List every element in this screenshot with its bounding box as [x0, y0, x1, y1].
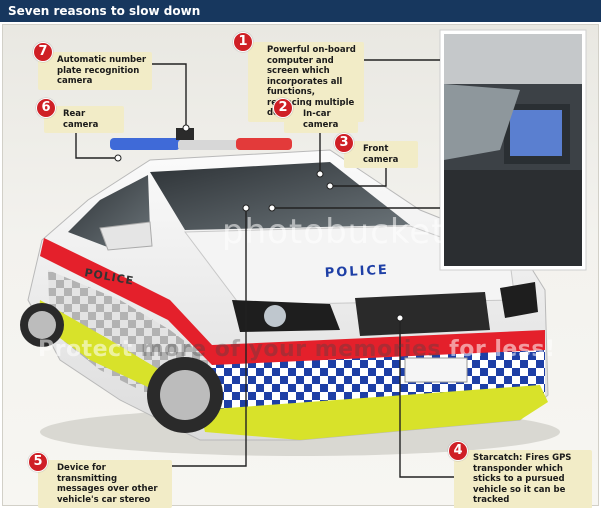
- light-bar-red: [236, 138, 292, 150]
- red-stripe: [40, 238, 545, 365]
- leader-dot-7: [182, 124, 190, 132]
- page-title: Seven reasons to slow down: [0, 0, 601, 22]
- callout-5-badge: 5: [28, 452, 48, 472]
- callout-3-text: Front camera: [363, 144, 399, 165]
- leader-line-4: [399, 318, 454, 478]
- right-headlight: [500, 282, 538, 318]
- leader-dot-computer: [268, 204, 276, 212]
- callout-6: Rear camera: [44, 106, 124, 133]
- grille: [355, 292, 490, 336]
- onboard-screen-display: [510, 110, 562, 156]
- side-mirror: [99, 221, 153, 251]
- callout-5-text: Device for transmitting messages over ot…: [57, 463, 158, 505]
- leader-dot-6: [114, 154, 122, 162]
- light-bar-blue: [110, 138, 180, 150]
- leader-dot-5: [242, 204, 250, 212]
- callout-2-text: In-car camera: [303, 109, 339, 130]
- inset-roof: [444, 34, 582, 84]
- callout-3: Front camera: [344, 141, 418, 168]
- callout-4: Starcatch: Fires GPS transponder which s…: [454, 450, 592, 508]
- watermark-text-b: more of your memories: [140, 337, 441, 362]
- inset-window: [444, 84, 520, 160]
- callout-6-text: Rear camera: [63, 109, 99, 130]
- hood: [184, 225, 516, 306]
- callout-7: Automatic number plate recognition camer…: [38, 52, 152, 90]
- rear-wheel-rim: [28, 311, 56, 339]
- plate-camera-box: [176, 128, 194, 140]
- windshield: [150, 162, 410, 230]
- watermark-text: Protect more of your memories for less!: [38, 337, 556, 362]
- light-bar-center: [178, 140, 238, 150]
- callout-2: In-car camera: [284, 106, 358, 133]
- leader-dot-4: [396, 314, 404, 322]
- leader-dot-3: [326, 182, 334, 190]
- callout-7-badge: 7: [33, 42, 53, 62]
- yellow-side-stripe: [38, 300, 190, 400]
- callout-1-badge: 1: [233, 32, 253, 52]
- leader-line-5: [170, 208, 247, 467]
- leader-line-7: [150, 63, 187, 128]
- yellow-front-stripe: [200, 385, 548, 440]
- callout-4-text: Starcatch: Fires GPS transponder which s…: [473, 453, 572, 505]
- callout-2-badge: 2: [273, 98, 293, 118]
- watermark-text-a: Protect: [38, 337, 141, 362]
- watermark-logo: photobucket: [222, 212, 446, 252]
- front-wheel-rim: [160, 370, 210, 420]
- front-plate: [404, 357, 468, 383]
- callout-7-text: Automatic number plate recognition camer…: [57, 55, 147, 86]
- leader-dot-2: [316, 170, 324, 178]
- callout-6-badge: 6: [36, 98, 56, 118]
- left-headlight-lens: [264, 305, 286, 327]
- inset-dashboard: [444, 170, 582, 266]
- watermark-text-c: for less!: [440, 337, 556, 362]
- callout-3-badge: 3: [334, 133, 354, 153]
- callout-5: Device for transmitting messages over ot…: [38, 460, 172, 508]
- callout-4-badge: 4: [448, 441, 468, 461]
- hood-police-label: POLICE: [324, 263, 389, 281]
